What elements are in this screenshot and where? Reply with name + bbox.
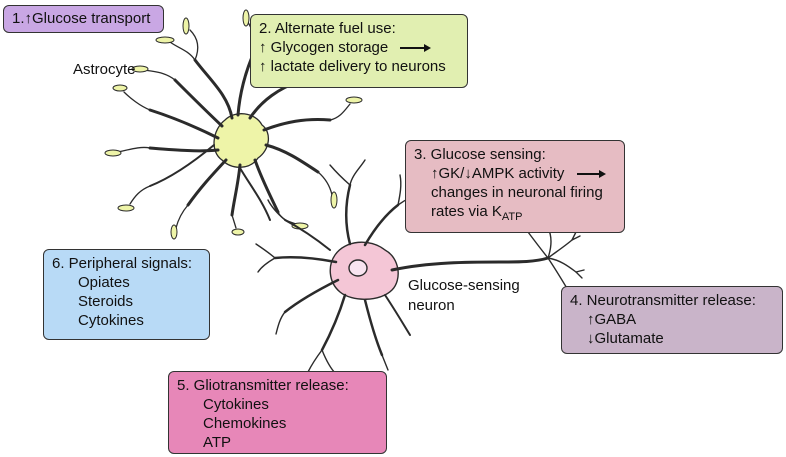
glucose-sensing-box: 3. Glucose sensing: ↑GK/↓AMPK activity c… (405, 140, 625, 233)
box5-line2: Cytokines (203, 396, 269, 413)
box3-line2: ↑GK/↓AMPK activity (431, 165, 565, 182)
box2-title: 2. Alternate fuel use: (259, 20, 396, 37)
box2-line2: ↑ Glycogen storage (259, 39, 389, 56)
neuron-label-line2: neuron (408, 297, 455, 314)
box3-line4: rates via K (431, 203, 502, 220)
box2-line3: ↑ lactate delivery to neurons (259, 58, 446, 75)
box6-line4: Cytokines (78, 312, 144, 329)
box4-title: 4. Neurotransmitter release: (570, 292, 756, 309)
box3-line3: changes in neuronal firing (431, 184, 603, 201)
box5-title: 5. Gliotransmitter release: (177, 377, 349, 394)
neurotransmitter-box: 4. Neurotransmitter release: ↑GABA ↓Glut… (561, 286, 783, 354)
astrocyte-label: Astrocyte (73, 61, 136, 78)
right-arrow-icon (400, 44, 432, 53)
box3-title: 3. Glucose sensing: (414, 146, 546, 163)
glucose-transport-box: 1.↑Glucose transport (3, 5, 164, 33)
gliotransmitter-box: 5. Gliotransmitter release: Cytokines Ch… (168, 371, 387, 454)
box6-line2: Opiates (78, 274, 130, 291)
peripheral-signals-box: 6. Peripheral signals: Opiates Steroids … (43, 249, 210, 340)
box6-line3: Steroids (78, 293, 134, 310)
right-arrow-icon (576, 170, 606, 179)
neuron-label-line1: Glucose-sensing (408, 277, 520, 294)
box4-line2: ↑GABA (587, 311, 637, 328)
box5-line3: Chemokines (203, 415, 287, 432)
box6-title: 6. Peripheral signals: (52, 255, 193, 272)
box4-line3: ↓Glutamate (587, 330, 664, 347)
box1-line1: 1.↑Glucose transport (12, 10, 151, 27)
alternate-fuel-box: 2. Alternate fuel use: ↑ Glycogen storag… (250, 14, 468, 88)
box5-line4: ATP (203, 434, 232, 451)
glucose-sensing-neuron (255, 159, 585, 375)
box3-subscript: ATP (501, 211, 523, 223)
